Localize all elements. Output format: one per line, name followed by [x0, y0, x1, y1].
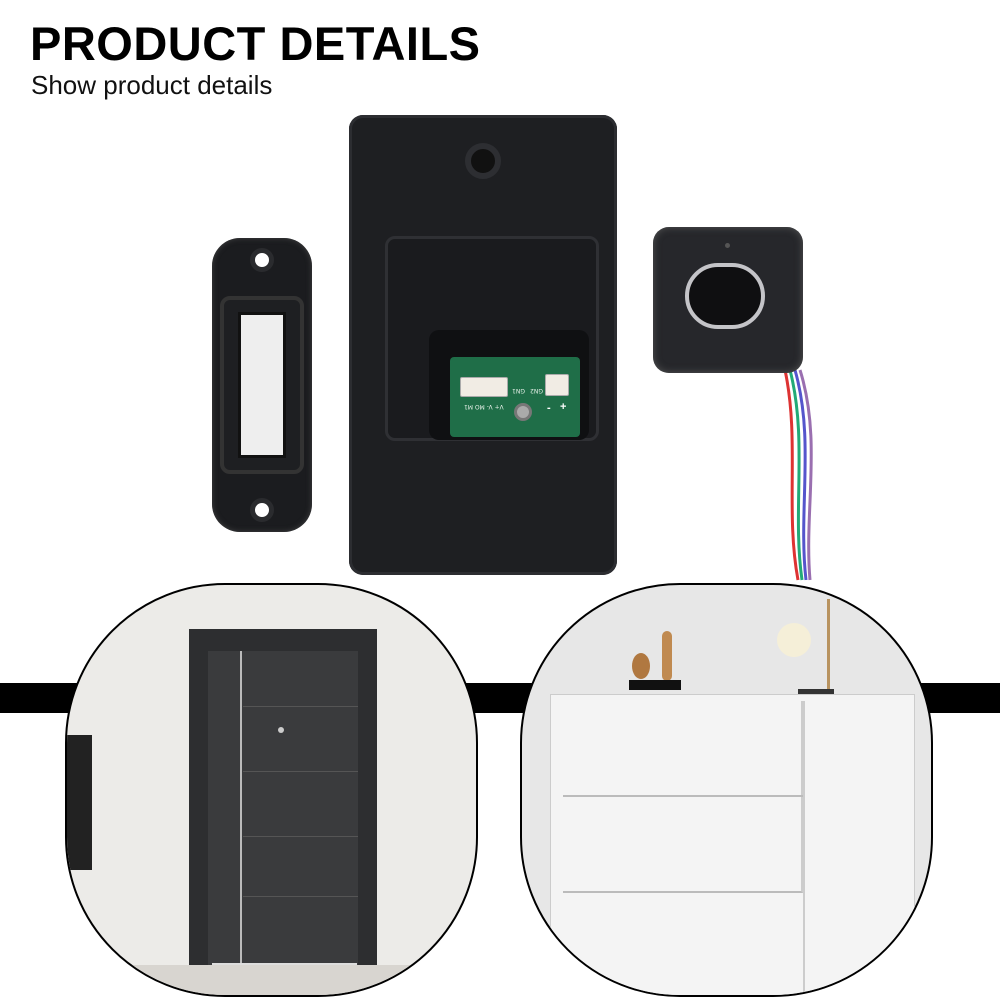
wire — [793, 369, 808, 581]
lock-body-image: V+ V- MO M1 GN1 GN2 - + — [349, 115, 617, 575]
door-scene-image — [65, 583, 478, 997]
vase — [662, 631, 672, 681]
wire — [798, 369, 813, 581]
door — [208, 651, 358, 976]
tv — [67, 735, 92, 870]
circuit-board: V+ V- MO M1 GN1 GN2 - + — [450, 357, 580, 437]
fingerprint-sensor-icon — [685, 263, 765, 329]
cabinet — [550, 694, 915, 995]
screw-hole — [250, 248, 274, 272]
page-title: PRODUCT DETAILS — [30, 17, 481, 70]
pcb-minus-label: - — [547, 402, 551, 414]
wire — [783, 369, 800, 581]
screw-hole — [250, 498, 274, 522]
pcb-plus-label: + — [560, 401, 567, 413]
ornament — [632, 653, 650, 679]
screw-hole — [465, 143, 501, 179]
connector — [460, 377, 508, 397]
strike-plate-image — [212, 238, 312, 532]
connector — [545, 374, 569, 396]
pcb-gn2-label: GN2 — [530, 387, 543, 394]
pcb-screw — [514, 403, 532, 421]
lamp-stand — [827, 599, 830, 689]
pcb-pin-label: V+ V- MO M1 — [464, 403, 504, 410]
cabinet-scene-image — [520, 583, 933, 997]
pcb-gn1-label: GN1 — [512, 387, 525, 394]
strike-window — [238, 312, 286, 458]
wires — [783, 369, 813, 581]
peephole — [278, 727, 284, 733]
led-indicator — [725, 243, 730, 248]
lamp-globe — [777, 623, 811, 657]
fingerprint-module-image — [653, 227, 803, 373]
strike-frame — [220, 296, 304, 474]
page-subtitle: Show product details — [31, 70, 273, 100]
wire — [788, 369, 804, 581]
